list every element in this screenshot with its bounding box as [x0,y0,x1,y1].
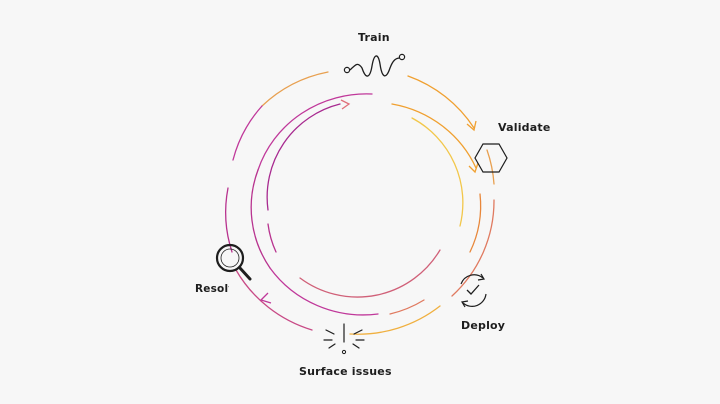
middle-arrows [468,162,479,174]
middle-ring [250,93,482,316]
stage-label-validate: Validate [498,121,551,134]
stage-label-train: Train [358,31,390,44]
stage-label-surface-issues: Surface issues [299,365,392,378]
hexagon-icon [474,143,508,173]
stage-label-resolve: Resolve [195,283,229,295]
magnifier-icon [215,243,252,281]
outer-arrows [259,120,477,304]
wave-icon [343,53,406,77]
stage-label-deploy: Deploy [461,319,506,332]
inner-arrows [340,99,351,110]
refresh-check-icon [460,273,487,308]
inner-ring [266,103,464,298]
alert-burst-icon [323,323,365,355]
outer-ring [225,71,495,335]
